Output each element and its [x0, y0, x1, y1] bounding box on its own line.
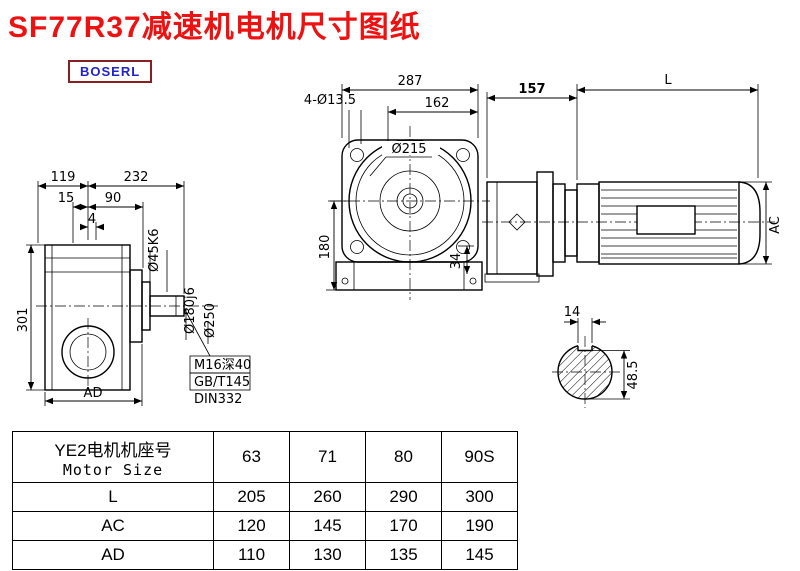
dim-301: 301 — [16, 308, 31, 333]
column-71: 71 — [289, 431, 366, 483]
front-view: 287 162 4-Ø13.5 Ø215 180 34 — [304, 74, 490, 300]
header-motor-size-cn: YE2电机机座号 — [54, 440, 172, 460]
dim-bolt-holes: 4-Ø13.5 — [304, 93, 356, 108]
row-label-AD: AD — [12, 540, 214, 570]
technical-drawing: 119 232 15 90 4 301 AD Ø45K6 Ø180j6 Ø250 — [16, 73, 783, 408]
cell-AD-71: 130 — [289, 540, 366, 570]
row-label-AC: AC — [12, 511, 214, 541]
dim-15: 15 — [58, 191, 75, 206]
cell-AC-80: 170 — [365, 511, 442, 541]
shaft-section: 14 48.5 — [552, 305, 641, 408]
cell-L-90s: 300 — [441, 482, 518, 512]
dim-L: L — [664, 73, 672, 88]
note-din: DIN332 — [194, 392, 242, 407]
cell-AD-63: 110 — [213, 540, 290, 570]
cell-AC-71: 145 — [289, 511, 366, 541]
table-row-AC: AC 120 145 170 190 — [12, 511, 518, 541]
dim-90: 90 — [105, 191, 122, 206]
cell-L-80: 290 — [365, 482, 442, 512]
motor-fins — [601, 189, 737, 259]
table-header-row: YE2电机机座号 Motor Size 63 71 80 90S — [12, 431, 518, 483]
column-63: 63 — [213, 431, 290, 483]
dim-AC: AC — [768, 216, 783, 234]
cell-AC-90s: 190 — [441, 511, 518, 541]
note-standard: GB/T145 — [194, 375, 250, 390]
column-90s: 90S — [441, 431, 518, 483]
label-flange-dia: Ø250 — [203, 303, 218, 338]
column-80: 80 — [365, 431, 442, 483]
cell-L-63: 205 — [213, 482, 290, 512]
label-spigot-dia: Ø180j6 — [183, 287, 198, 334]
table-row-AD: AD 110 130 135 145 — [12, 540, 518, 570]
cell-AD-90s: 145 — [441, 540, 518, 570]
dim-ad: AD — [84, 386, 103, 401]
dim-180: 180 — [318, 235, 333, 260]
cell-AD-80: 135 — [365, 540, 442, 570]
dim-287: 287 — [398, 74, 423, 89]
header-motor-size-en: Motor Size — [62, 460, 164, 479]
table-row-L: L 205 260 290 300 — [12, 482, 518, 512]
dim-shaft-height: 48.5 — [626, 361, 641, 390]
left-view: 119 232 15 90 4 301 AD Ø45K6 Ø180j6 Ø250 — [16, 170, 251, 407]
boserl-logo: BOSERL — [68, 60, 153, 83]
motor-size-table: YE2电机机座号 Motor Size 63 71 80 90S L 205 2… — [12, 431, 518, 570]
dim-4: 4 — [88, 212, 96, 227]
note-thread: M16深40 — [194, 358, 251, 373]
dim-119: 119 — [51, 170, 76, 185]
dim-key-width: 14 — [564, 305, 581, 320]
dim-flange-circle: Ø215 — [391, 142, 426, 157]
cell-L-71: 260 — [289, 482, 366, 512]
cell-AC-63: 120 — [213, 511, 290, 541]
side-view: 157 L AC — [482, 73, 783, 283]
label-shaft-dia: Ø45K6 — [147, 228, 162, 272]
row-label-L: L — [12, 482, 214, 512]
header-motor-size: YE2电机机座号 Motor Size — [12, 431, 214, 483]
dim-157: 157 — [518, 82, 545, 97]
dim-162: 162 — [425, 96, 450, 111]
page-title: SF77R37减速机电机尺寸图纸 — [8, 11, 421, 44]
dim-34: 34 — [449, 253, 464, 270]
dim-232: 232 — [124, 170, 149, 185]
